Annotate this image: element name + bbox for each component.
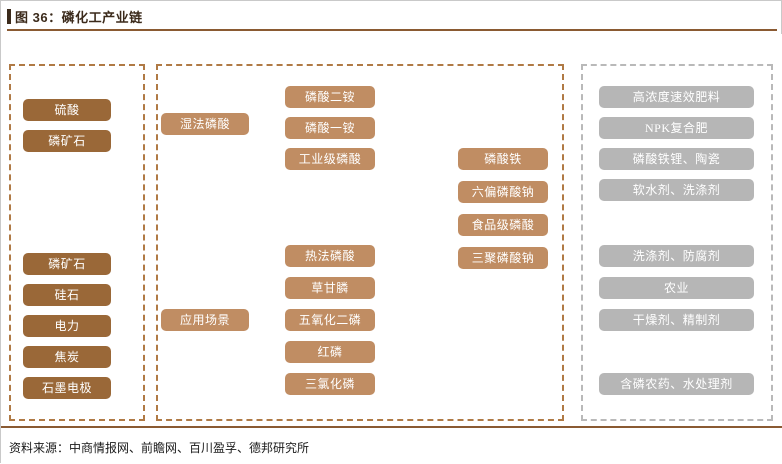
node-product[interactable]: 五氧化二磷 xyxy=(285,309,375,331)
diagram-canvas: 硫酸 磷矿石 磷矿石 硅石 电力 焦炭 石墨电极 湿法磷酸 应用场景 磷酸二铵 … xyxy=(1,34,782,426)
node-product[interactable]: 磷酸一铵 xyxy=(285,117,375,139)
node-application[interactable]: 软水剂、洗涤剂 xyxy=(599,179,754,201)
raw-materials-group xyxy=(9,64,145,421)
node-product[interactable]: 磷酸二铵 xyxy=(285,86,375,108)
node-raw-material[interactable]: 焦炭 xyxy=(23,346,111,368)
source-note: 资料来源：中商情报网、前瞻网、百川盈孚、德邦研究所 xyxy=(9,441,310,455)
node-application[interactable]: 磷酸铁锂、陶瓷 xyxy=(599,148,754,170)
node-fine-chemical[interactable]: 磷酸铁 xyxy=(458,148,548,170)
header-divider xyxy=(7,29,777,31)
page-title: 图 36：磷化工产业链 xyxy=(15,10,143,25)
applications-group xyxy=(581,64,773,421)
node-application[interactable]: 含磷农药、水处理剂 xyxy=(599,373,754,395)
node-product[interactable]: 红磷 xyxy=(285,341,375,363)
header-accent-bar xyxy=(7,9,11,24)
node-raw-material[interactable]: 硅石 xyxy=(23,284,111,306)
node-fine-chemical[interactable]: 六偏磷酸钠 xyxy=(458,181,548,203)
node-product[interactable]: 工业级磷酸 xyxy=(285,148,375,170)
node-application[interactable]: 高浓度速效肥料 xyxy=(599,86,754,108)
node-fine-chemical[interactable]: 三聚磷酸钠 xyxy=(458,247,548,269)
node-application[interactable]: 干燥剂、精制剂 xyxy=(599,309,754,331)
node-application[interactable]: 洗涤剂、防腐剂 xyxy=(599,245,754,267)
node-fine-chemical[interactable]: 食品级磷酸 xyxy=(458,214,548,236)
figure-header: 图 36：磷化工产业链 xyxy=(1,1,782,34)
node-process-stage[interactable]: 湿法磷酸 xyxy=(161,113,249,135)
node-raw-material[interactable]: 磷矿石 xyxy=(23,130,111,152)
node-process-stage[interactable]: 应用场景 xyxy=(161,309,249,331)
figure-footer: 资料来源：中商情报网、前瞻网、百川盈孚、德邦研究所 xyxy=(1,426,782,464)
node-product[interactable]: 热法磷酸 xyxy=(285,245,375,267)
node-application[interactable]: 农业 xyxy=(599,277,754,299)
node-product[interactable]: 三氯化磷 xyxy=(285,373,375,395)
node-product[interactable]: 草甘膦 xyxy=(285,277,375,299)
node-raw-material[interactable]: 电力 xyxy=(23,315,111,337)
node-raw-material[interactable]: 硫酸 xyxy=(23,99,111,121)
node-raw-material[interactable]: 石墨电极 xyxy=(23,377,111,399)
node-raw-material[interactable]: 磷矿石 xyxy=(23,253,111,275)
node-application[interactable]: NPK复合肥 xyxy=(599,117,754,139)
process-products-group xyxy=(156,64,564,421)
